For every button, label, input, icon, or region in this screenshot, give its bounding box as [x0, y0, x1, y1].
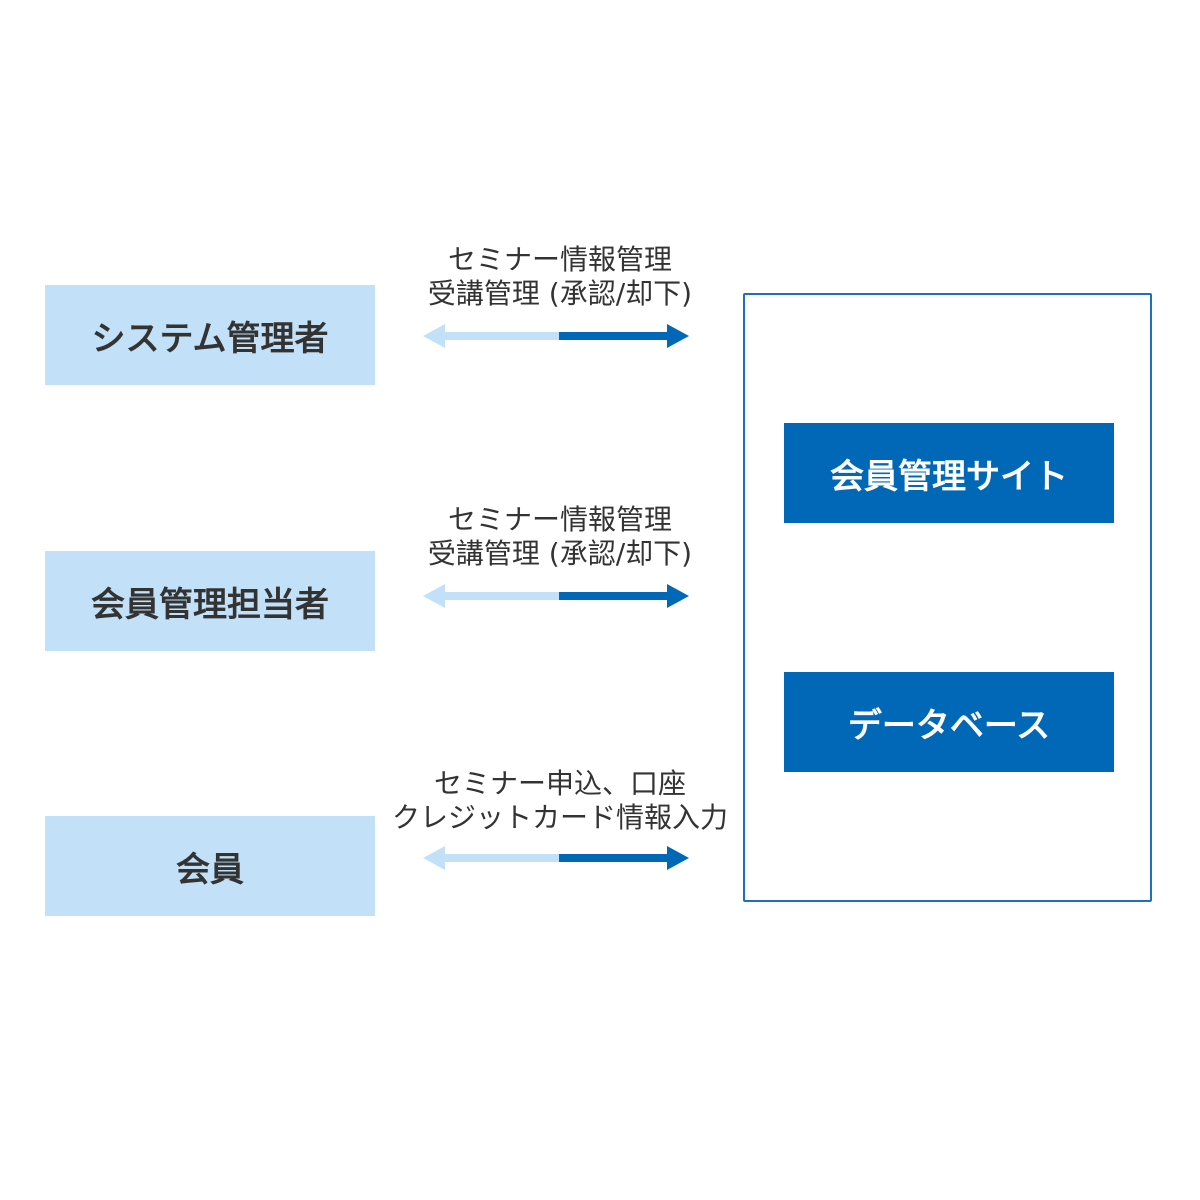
bidirectional-arrow-icon	[423, 324, 689, 348]
flow-label-line: セミナー申込、口座	[433, 767, 686, 800]
component-member-site: 会員管理サイト	[784, 423, 1114, 523]
actor-member-manager: 会員管理担当者	[45, 551, 375, 651]
bidirectional-arrow-icon	[423, 846, 689, 870]
system-boundary	[743, 293, 1152, 902]
flow-label-system-admin: セミナー情報管理 受講管理 (承認/却下)	[370, 243, 750, 311]
flow-label-line: 受講管理 (承認/却下)	[427, 277, 693, 310]
bidirectional-arrow-icon	[423, 584, 689, 608]
actor-system-admin: システム管理者	[45, 285, 375, 385]
flow-label-member: セミナー申込、口座 クレジットカード情報入力	[370, 767, 750, 835]
component-database: データベース	[784, 672, 1114, 772]
flow-label-line: セミナー情報管理	[447, 503, 672, 536]
actor-member: 会員	[45, 816, 375, 916]
flow-label-line: クレジットカード情報入力	[391, 801, 728, 834]
flow-label-member-manager: セミナー情報管理 受講管理 (承認/却下)	[370, 503, 750, 571]
flow-label-line: 受講管理 (承認/却下)	[427, 537, 693, 570]
flow-label-line: セミナー情報管理	[447, 243, 672, 276]
